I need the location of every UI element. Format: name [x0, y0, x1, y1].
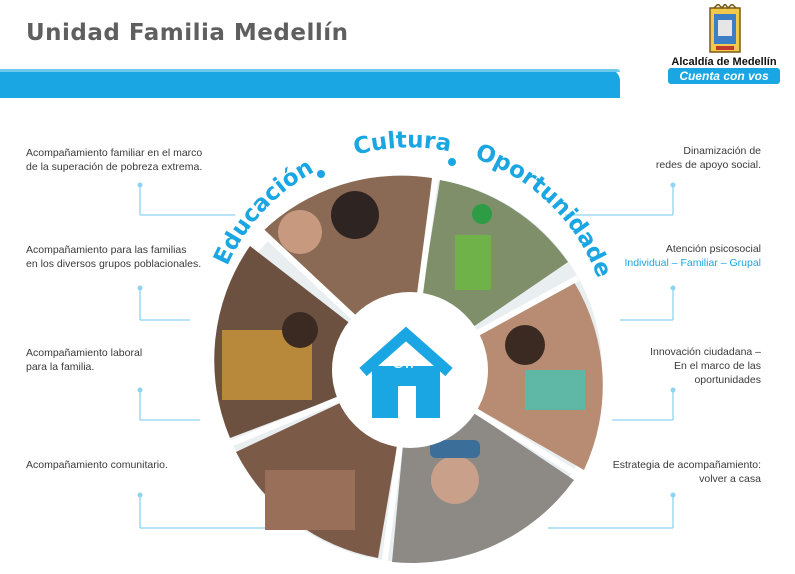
connector-left-2 — [137, 285, 190, 321]
house-icon — [359, 326, 453, 418]
connector-left-4 — [137, 492, 270, 529]
connector-right-3 — [612, 387, 676, 421]
connector-right-2 — [620, 285, 676, 321]
connector-right-4 — [548, 492, 676, 529]
header-blue-bar — [0, 69, 620, 98]
center-label: CIF — [392, 352, 421, 372]
arc-dot-2 — [448, 158, 456, 166]
left-item-1: Acompañamiento familiar en el marco de l… — [26, 147, 203, 173]
connector-left-3 — [137, 387, 200, 421]
right-item-2: Atención psicosocial Individual – Famili… — [624, 243, 761, 269]
alcaldia-logo: Alcaldía de Medellín Cuenta con vos — [664, 4, 784, 84]
photo-segment-women-book — [410, 282, 603, 470]
logo-line-1: Alcaldía de Medellín — [671, 56, 777, 68]
left-item-4: Acompañamiento comunitario. — [26, 459, 168, 471]
connector-left-1 — [137, 182, 235, 216]
arc-word-cultura: Cultura — [351, 127, 453, 160]
page-title: Unidad Familia Medellín — [26, 20, 349, 46]
left-item-2: Acompañamiento para las familias en los … — [26, 244, 202, 270]
connector-lines — [137, 182, 676, 529]
arc-dot-1 — [317, 170, 325, 178]
right-item-1: Dinamización de redes de apoyo social. — [655, 145, 761, 171]
left-item-3: Acompañamiento laboral para la familia. — [26, 347, 143, 373]
photo-details — [222, 191, 585, 530]
right-item-4: Estrategia de acompañamiento: volver a c… — [612, 459, 761, 485]
svg-text:Cultura: Cultura — [351, 127, 453, 160]
connector-right-1 — [565, 182, 676, 216]
logo-line-2: Cuenta con vos — [668, 68, 780, 84]
right-item-3: Innovación ciudadana – En el marco de la… — [650, 346, 761, 386]
coat-of-arms-icon — [709, 4, 741, 53]
